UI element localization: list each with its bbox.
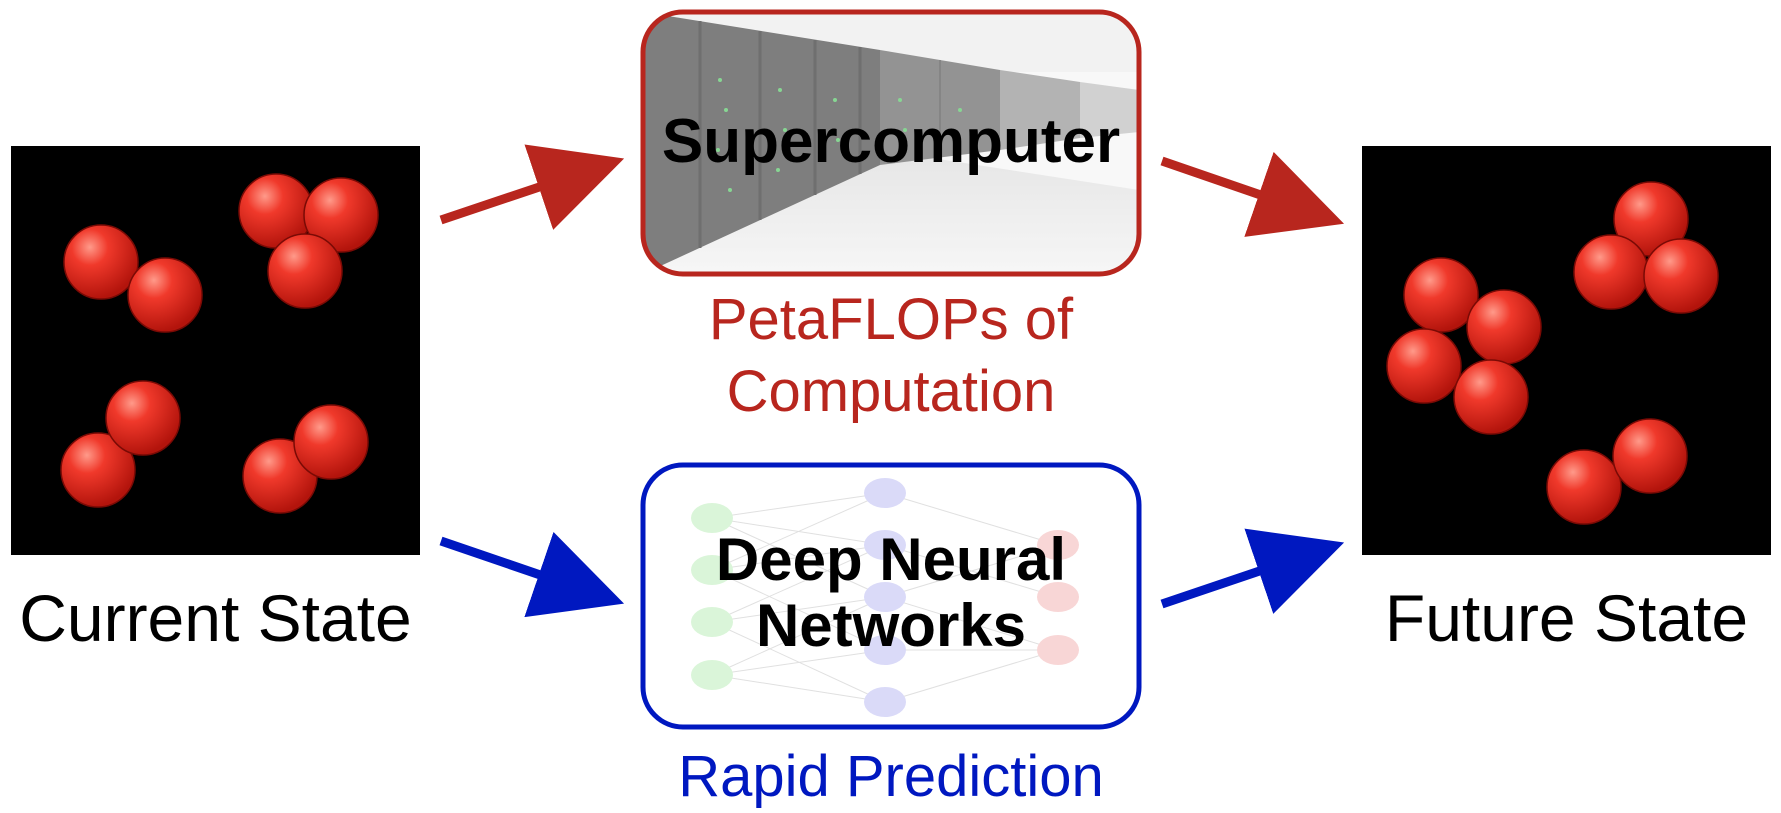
particle-cluster (60, 380, 181, 508)
particle-cluster (1573, 181, 1719, 314)
neural-network-title-line1: Deep Neural (715, 526, 1067, 593)
supercomputer-caption-line2: Computation (726, 359, 1056, 424)
particle-cluster (63, 224, 203, 333)
supercomputer-caption: PetaFLOPs of Computation (643, 284, 1139, 428)
current-state-caption: Current State (19, 581, 412, 655)
supercomputer-caption-line1: PetaFLOPs of (708, 287, 1074, 352)
arrow-from-supercomputer (1160, 151, 1345, 237)
future-state-panel (1362, 146, 1771, 555)
particle-cluster (1386, 257, 1542, 435)
neural-network-title-line2: Networks (755, 592, 1027, 659)
particle-cluster (238, 173, 379, 309)
supercomputer-box (640, 9, 1142, 277)
particle-cluster (1546, 418, 1688, 525)
server-racks-icon (643, 12, 1139, 274)
current-state-panel (11, 146, 420, 555)
neural-network-box (640, 462, 1142, 730)
arrow-to-supercomputer (439, 144, 625, 230)
arrow-from-neural-network (1160, 528, 1345, 614)
neural-network-graph-icon (691, 478, 1079, 717)
future-state-caption: Future State (1384, 581, 1749, 655)
neural-network-title: Deep Neural Networks (643, 527, 1139, 659)
neural-network-caption: Rapid Prediction (678, 744, 1104, 809)
supercomputer-title: Supercomputer (661, 107, 1121, 176)
particle-cluster (242, 404, 369, 514)
arrow-to-neural-network (439, 531, 625, 618)
